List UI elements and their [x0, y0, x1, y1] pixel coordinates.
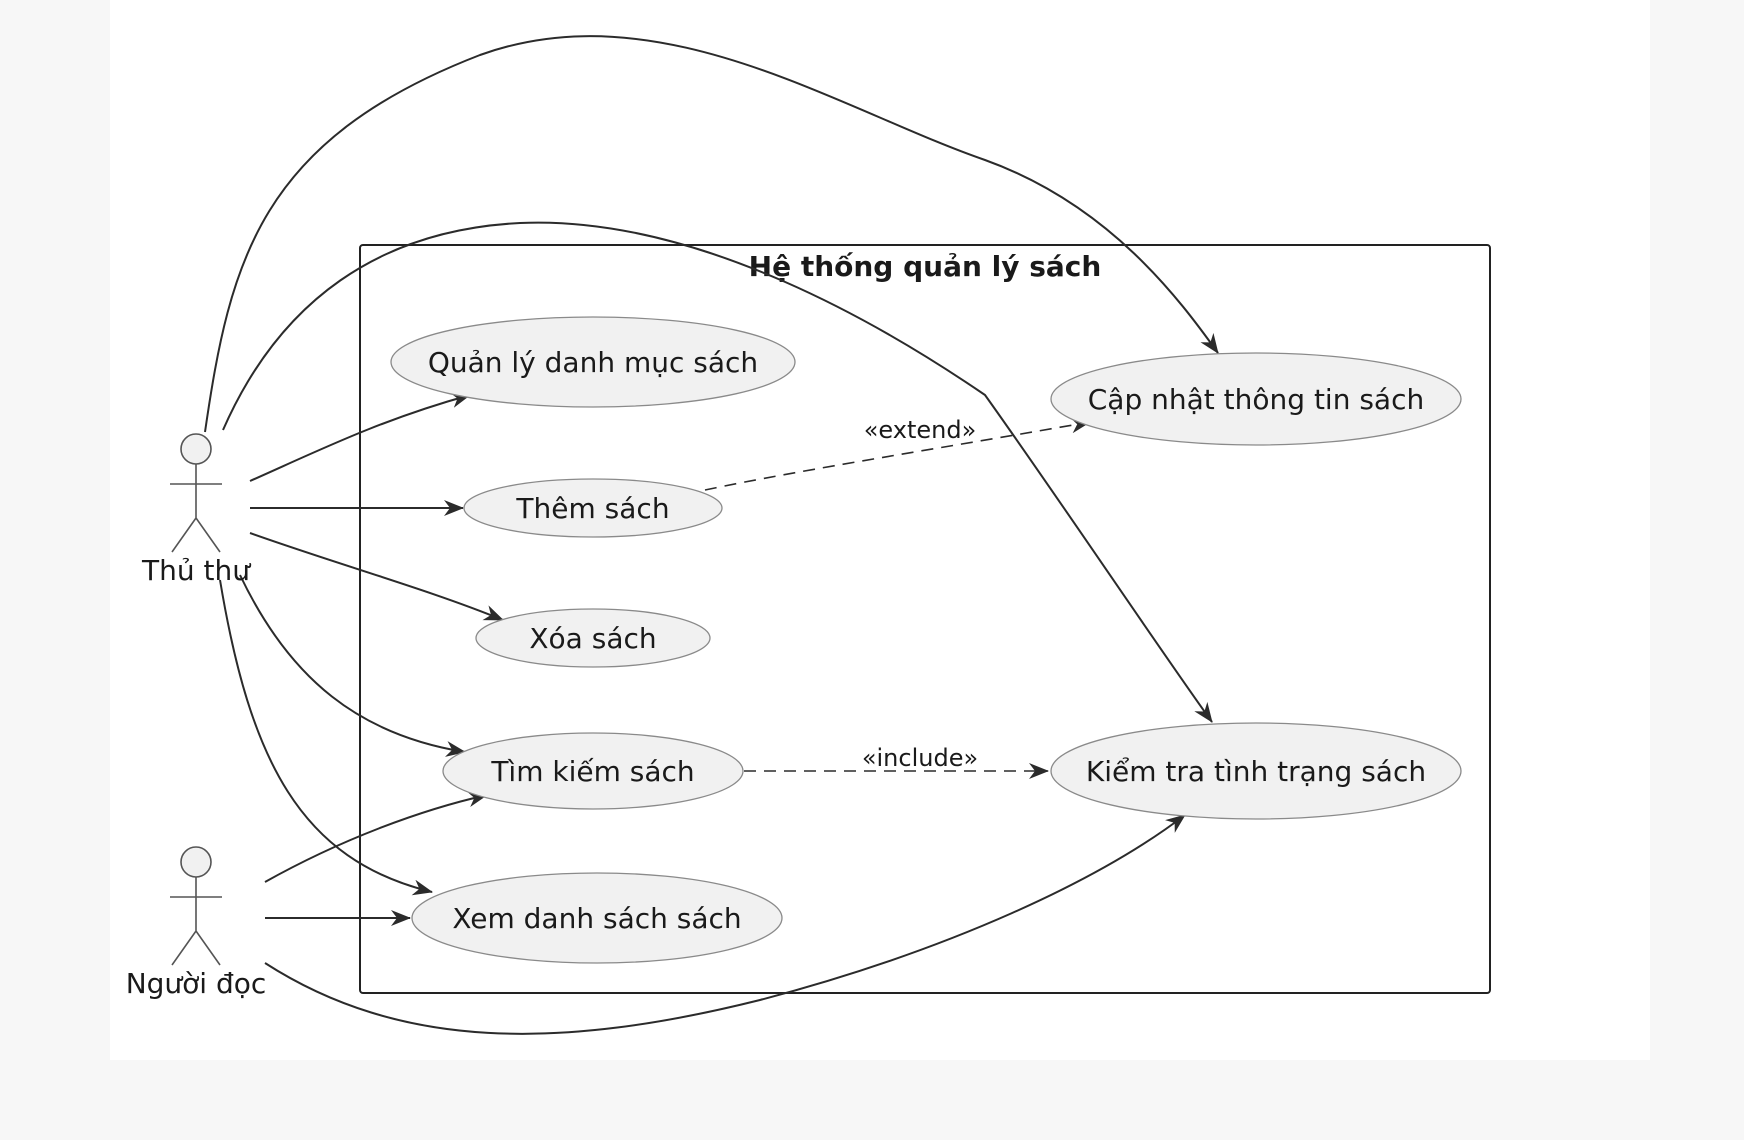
edge-librarian-check-status — [222, 221, 1213, 723]
diagram-background — [110, 0, 1650, 1060]
stick-figure-icon — [170, 877, 222, 966]
extend-label: «extend» — [864, 416, 977, 444]
edge-librarian-view-list — [219, 579, 433, 896]
stick-figure-icon — [170, 464, 222, 553]
edge-librarian-update-info — [204, 35, 1219, 433]
edge-reader-check-status — [264, 814, 1186, 1035]
edge-librarian-delete-book — [249, 532, 504, 621]
include-label: «include» — [862, 744, 978, 772]
usecase-manage-catalog[interactable]: Quản lý danh mục sách — [390, 316, 796, 408]
actor-librarian-label: Thủ thư — [141, 554, 251, 587]
edge-reader-search-book — [264, 791, 488, 883]
usecase-search-book[interactable]: Tìm kiếm sách — [442, 732, 744, 810]
usecase-add-book-label: Thêm sách — [515, 492, 669, 525]
usecase-update-info[interactable]: Cập nhật thông tin sách — [1050, 352, 1462, 446]
edge-librarian-search-book — [239, 574, 466, 757]
usecase-manage-catalog-label: Quản lý danh mục sách — [428, 346, 758, 379]
edge-extend — [704, 417, 1091, 491]
actor-reader[interactable]: Người đọc — [126, 846, 267, 1000]
usecase-view-list-label: Xem danh sách sách — [452, 902, 741, 935]
usecase-delete-book-label: Xóa sách — [529, 622, 656, 655]
edge-librarian-manage-catalog — [249, 392, 471, 482]
usecase-search-book-label: Tìm kiếm sách — [490, 755, 694, 788]
usecase-add-book[interactable]: Thêm sách — [463, 478, 723, 538]
usecase-check-status[interactable]: Kiểm tra tình trạng sách — [1050, 722, 1462, 820]
usecase-check-status-label: Kiểm tra tình trạng sách — [1086, 755, 1426, 788]
system-boundary — [359, 244, 1491, 994]
system-title: Hệ thống quản lý sách — [749, 250, 1102, 283]
usecase-delete-book[interactable]: Xóa sách — [475, 608, 711, 668]
usecase-view-list[interactable]: Xem danh sách sách — [411, 872, 783, 964]
actor-reader-head-icon — [180, 846, 212, 878]
actor-librarian-head-icon — [180, 433, 212, 465]
actor-librarian[interactable]: Thủ thư — [141, 433, 251, 587]
usecase-update-info-label: Cập nhật thông tin sách — [1088, 383, 1424, 416]
actor-reader-label: Người đọc — [126, 967, 267, 1000]
